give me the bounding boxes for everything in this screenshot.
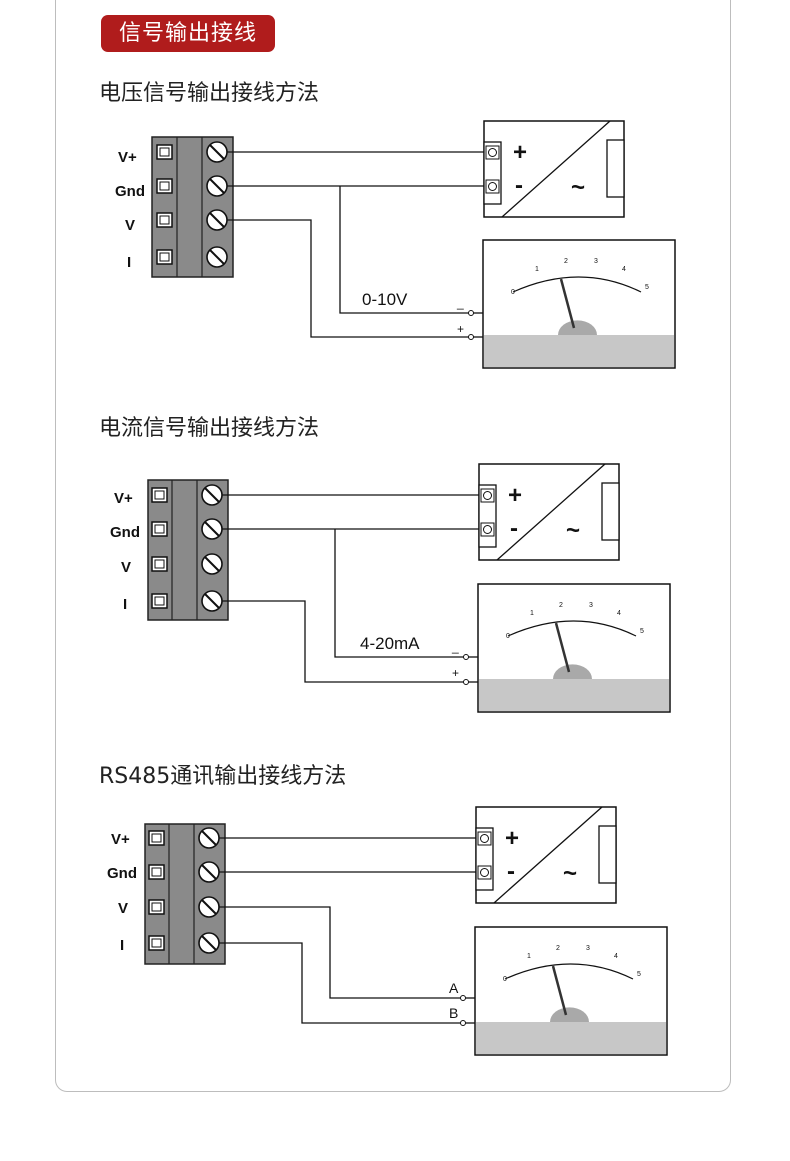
- scale-label: 1: [535, 266, 539, 273]
- screw-icon: [485, 179, 500, 194]
- plus-symbol: +: [505, 825, 519, 852]
- terminal-square-icon: [148, 830, 165, 846]
- current-section-title: 电流信号输出接线方法: [99, 416, 320, 441]
- terminal-square-icon: [148, 935, 165, 951]
- scale-label: 3: [586, 945, 590, 952]
- meter-terminal-label: A: [449, 980, 459, 996]
- terminal-label: Gnd: [107, 865, 137, 882]
- analog-meter: 0 1 2 3 4 5: [482, 239, 676, 369]
- section-badge: 信号输出接线: [101, 15, 275, 52]
- screw-icon: [480, 488, 495, 503]
- screw-icon: [477, 831, 492, 846]
- power-supply: [478, 463, 620, 561]
- terminal-block: [147, 479, 229, 621]
- scale-label: 5: [637, 971, 641, 978]
- screw-icon: [477, 865, 492, 880]
- minus-symbol: -: [515, 172, 523, 199]
- rs485-diagram: V+ Gnd V I A B + - ~: [107, 806, 668, 1056]
- scale-label: 0: [511, 289, 515, 296]
- terminal-block: [144, 823, 226, 965]
- terminal-label: Gnd: [110, 524, 140, 541]
- screw-icon: [201, 484, 223, 506]
- wires: [227, 151, 484, 338]
- terminal-square-icon: [151, 556, 168, 572]
- meter-terminal-label: +: [457, 322, 464, 336]
- scale-label: 1: [530, 610, 534, 617]
- meter-terminal-label: B: [449, 1005, 458, 1021]
- analog-meter: 0 1 2 3 4 5: [477, 583, 671, 713]
- voltage-section-title: 电压信号输出接线方法: [99, 81, 320, 106]
- screw-icon: [206, 175, 228, 197]
- terminal-square-icon: [156, 212, 173, 228]
- terminal-block: [151, 136, 234, 278]
- meter-terminal-label: _: [456, 296, 464, 310]
- scale-label: 5: [640, 628, 644, 635]
- scale-label: 0: [506, 633, 510, 640]
- analog-meter: 0 1 2 3 4 5: [474, 926, 668, 1056]
- screw-icon: [201, 590, 223, 612]
- scale-label: 3: [589, 602, 593, 609]
- minus-symbol: -: [510, 515, 518, 542]
- terminal-label: V+: [118, 149, 137, 166]
- terminal-label: V+: [111, 831, 130, 848]
- power-supply: [475, 806, 617, 904]
- screw-icon: [201, 518, 223, 540]
- scale-label: 3: [594, 258, 598, 265]
- screw-icon: [198, 827, 220, 849]
- scale-label: 4: [614, 953, 618, 960]
- meter-terminal-label: _: [451, 640, 459, 654]
- power-supply: [483, 120, 625, 218]
- screw-icon: [198, 896, 220, 918]
- screw-icon: [201, 553, 223, 575]
- plus-symbol: +: [508, 482, 522, 509]
- signal-label: 4-20mA: [360, 634, 420, 653]
- terminal-square-icon: [151, 521, 168, 537]
- terminal-square-icon: [151, 593, 168, 609]
- scale-label: 5: [645, 284, 649, 291]
- screw-icon: [198, 861, 220, 883]
- scale-label: 4: [622, 266, 626, 273]
- plus-symbol: +: [513, 139, 527, 166]
- terminal-label: I: [120, 937, 124, 954]
- terminal-label: V: [121, 559, 131, 576]
- ac-symbol: ~: [571, 174, 585, 201]
- terminal-square-icon: [148, 864, 165, 880]
- terminal-label: Gnd: [115, 183, 145, 200]
- wires: [219, 837, 476, 1024]
- terminal-square-icon: [156, 178, 173, 194]
- terminal-square-icon: [151, 487, 168, 503]
- scale-label: 2: [559, 602, 563, 609]
- screw-icon: [206, 141, 228, 163]
- terminal-label: V+: [114, 490, 133, 507]
- wires: [222, 494, 479, 683]
- minus-symbol: -: [507, 858, 515, 885]
- signal-label: 0-10V: [362, 290, 408, 309]
- scale-label: 1: [527, 953, 531, 960]
- terminal-square-icon: [156, 249, 173, 265]
- terminal-label: V: [118, 900, 128, 917]
- screw-icon: [485, 145, 500, 160]
- terminal-label: I: [123, 596, 127, 613]
- meter-terminal-label: +: [452, 666, 459, 680]
- terminal-label: I: [127, 254, 131, 271]
- rs485-section-title: RS485通讯输出接线方法: [99, 764, 347, 789]
- screw-icon: [206, 246, 228, 268]
- scale-label: 2: [564, 258, 568, 265]
- terminal-square-icon: [156, 144, 173, 160]
- screw-icon: [206, 209, 228, 231]
- current-diagram: V+ Gnd V I 4-20mA _ + + - ~: [110, 463, 671, 713]
- screw-icon: [480, 522, 495, 537]
- terminal-label: V: [125, 217, 135, 234]
- scale-label: 0: [503, 976, 507, 983]
- terminal-square-icon: [148, 899, 165, 915]
- ac-symbol: ~: [563, 860, 577, 887]
- ac-symbol: ~: [566, 517, 580, 544]
- voltage-diagram: V+ Gnd V I 0-10V _ + + - ~: [115, 120, 676, 369]
- screw-icon: [198, 932, 220, 954]
- scale-label: 4: [617, 610, 621, 617]
- scale-label: 2: [556, 945, 560, 952]
